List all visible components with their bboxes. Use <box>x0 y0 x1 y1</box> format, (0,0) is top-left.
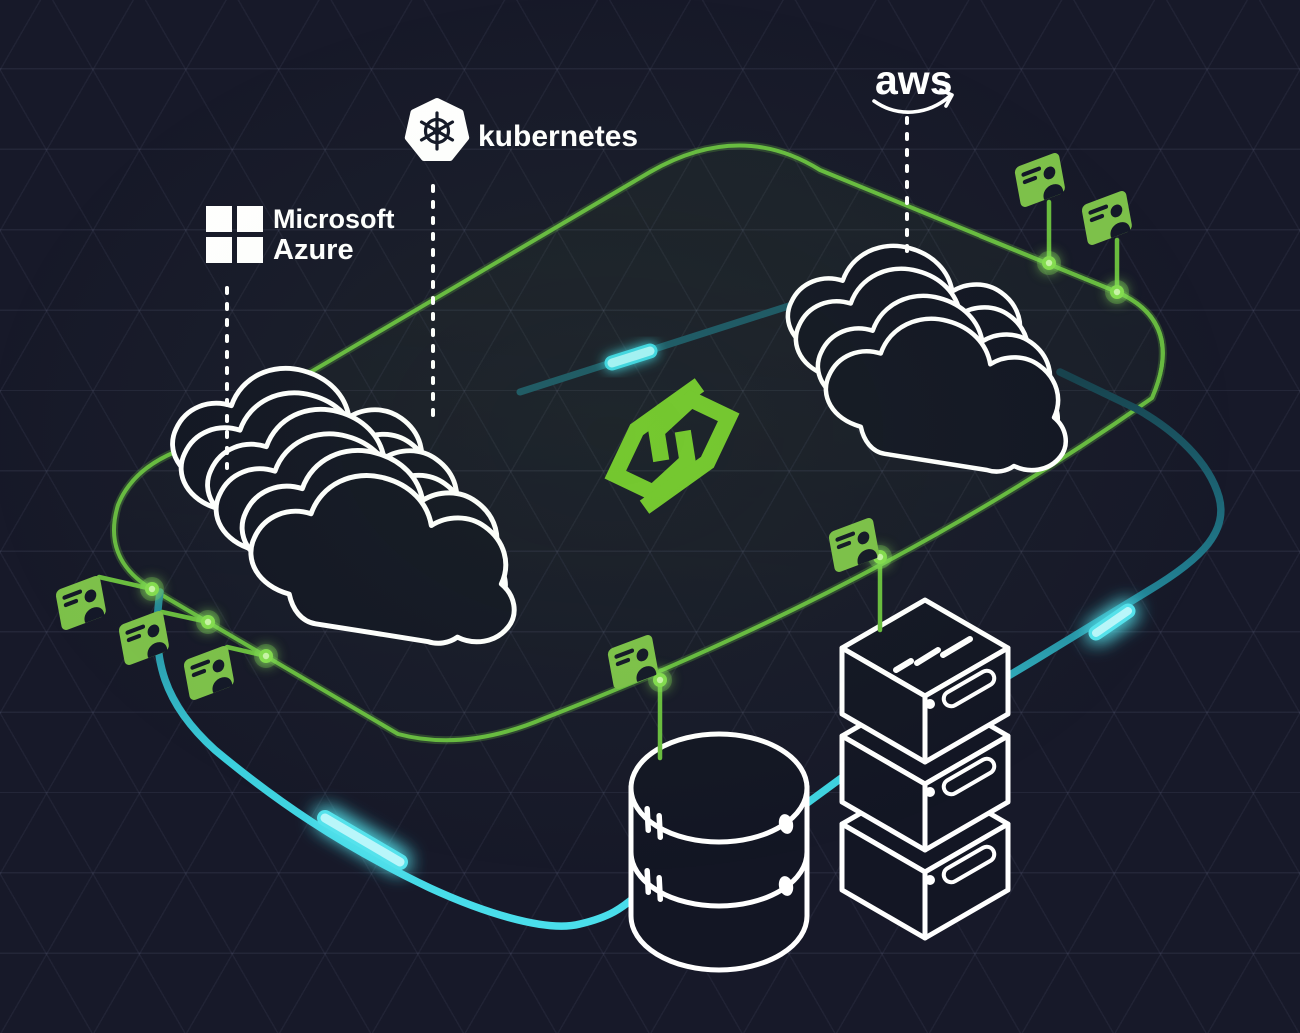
data-flow-path <box>153 368 1225 930</box>
server-activity-bars-icon <box>893 636 973 673</box>
node-dot <box>140 577 164 601</box>
center-emblem-logo <box>604 378 740 514</box>
aws-logo: aws <box>872 57 954 114</box>
node-dot <box>1037 251 1061 275</box>
azure-logo: Microsoft Azure <box>206 204 395 266</box>
node-dot <box>1105 280 1129 304</box>
microsoft-label: Microsoft <box>273 204 395 234</box>
aws-label: aws <box>875 57 953 103</box>
glow-capsule-core <box>320 813 405 867</box>
microsoft-squares-icon <box>206 206 263 263</box>
id-card-icon <box>55 574 107 632</box>
glow-capsule-core <box>1092 607 1132 637</box>
node-dot <box>254 644 278 668</box>
kubernetes-label: kubernetes <box>478 120 638 153</box>
server-stack-icon <box>839 597 1011 941</box>
id-card-icon <box>1081 189 1133 247</box>
glow-capsules <box>317 343 1136 870</box>
node-dot <box>196 610 220 634</box>
id-card-icon <box>183 644 235 702</box>
kubernetes-wheel-icon <box>419 111 455 151</box>
kubernetes-logo: kubernetes <box>404 98 638 161</box>
glow-capsule-core <box>607 346 655 368</box>
server-level <box>839 597 1011 765</box>
id-card-icon <box>1014 151 1066 209</box>
aws-smile-icon <box>872 88 954 114</box>
cloud-link-line <box>516 292 824 396</box>
azure-label: Azure <box>273 234 354 266</box>
database-icon <box>628 731 810 973</box>
